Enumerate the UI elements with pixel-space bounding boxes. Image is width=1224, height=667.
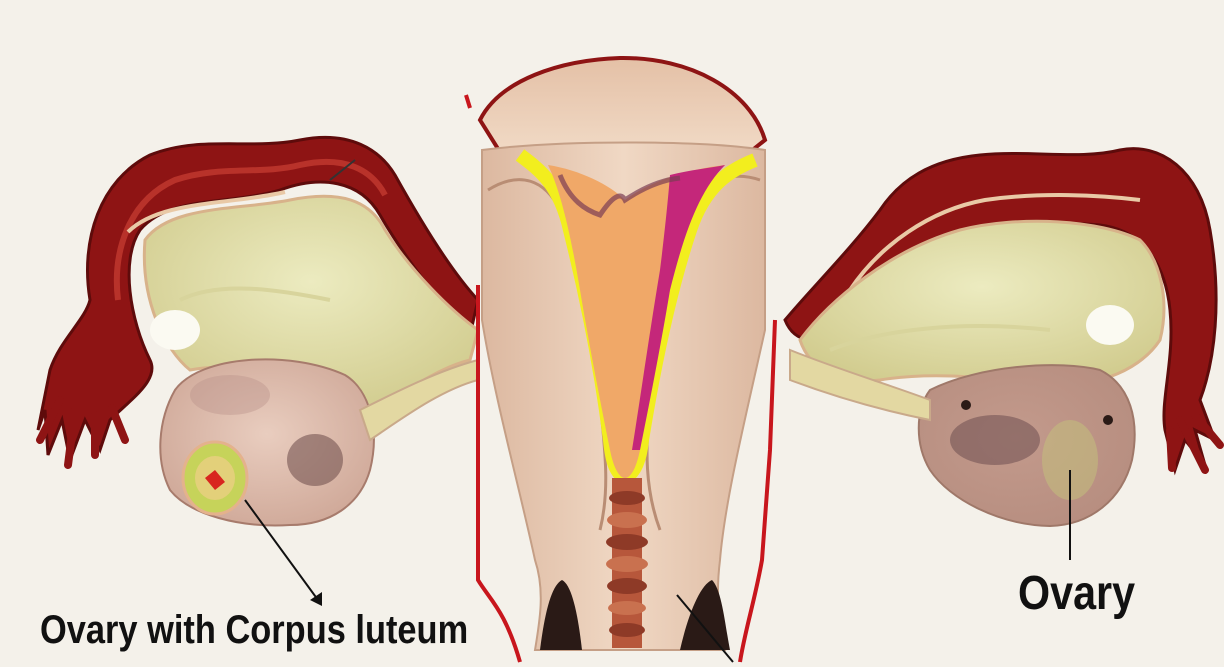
label-ovary: Ovary: [1018, 566, 1135, 621]
corpus-luteum: [183, 442, 247, 514]
cervical-canal: [606, 478, 648, 648]
label-ovary-with-corpus-luteum: Ovary with Corpus luteum: [40, 608, 468, 653]
